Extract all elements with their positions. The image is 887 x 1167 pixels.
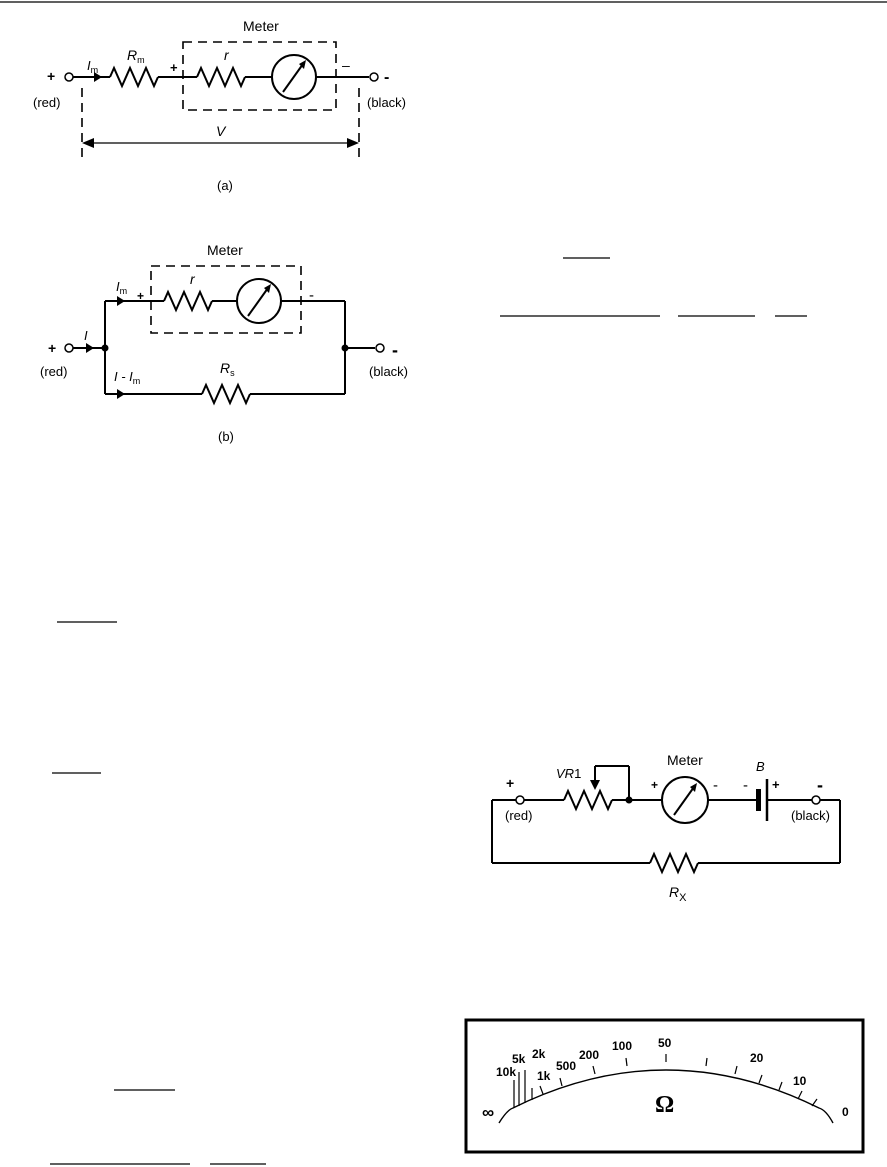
- vr1-label: VR1: [556, 766, 581, 781]
- fig-a-v-arrow-left: [82, 138, 94, 148]
- fig-b-plus-sign: +: [48, 340, 56, 356]
- battery-short-plate: [756, 789, 761, 811]
- ohm-scale: ∞ 10k 5k 2k 1k 500 200 100 50 20 10 0 Ω: [464, 1018, 865, 1154]
- scale-tick: [559, 1077, 563, 1087]
- scale-tick: [758, 1074, 763, 1084]
- ohm-minus-sign: -: [817, 775, 823, 795]
- scale-label-200: 200: [579, 1048, 599, 1062]
- scale-tick: [811, 1098, 818, 1107]
- fig-b-gauge-needle: [247, 287, 269, 317]
- fig-b-i-minus-im-label: I - Im: [114, 369, 140, 386]
- fig-b-resistor-r: [163, 289, 213, 313]
- fig-a-black-label: (black): [367, 95, 406, 110]
- ohm-meter-label: Meter: [667, 752, 703, 768]
- scale-tick: [778, 1081, 783, 1091]
- fig-a-black-terminal: [369, 72, 379, 82]
- fig-a-minus-sign: -: [384, 69, 389, 86]
- ohm-gauge-needle: [673, 786, 695, 816]
- fig-b-resistor-rs: [201, 382, 251, 406]
- fig-b-caption: (b): [218, 429, 234, 444]
- fig-a-meter-minus: –: [342, 57, 350, 73]
- figure-b-shunt-circuit: Meter Im + r - + (red) I I - Im Rs -: [40, 242, 408, 444]
- ohm-black-terminal: [811, 795, 821, 805]
- fig-a-gauge-needle: [282, 63, 304, 93]
- fig-a-meter-plus: +: [170, 60, 178, 75]
- fig-b-minus-sign: -: [392, 340, 398, 360]
- ohm-black-label: (black): [791, 808, 830, 823]
- fig-b-meter-box: [150, 265, 302, 334]
- scale-tick: [625, 1057, 628, 1067]
- fig-a-resistor-r: [196, 65, 246, 89]
- fig-b-i-arrow: [86, 343, 94, 353]
- ohm-plus-sign: +: [506, 775, 514, 791]
- ohm-gauge-needle-head: [690, 783, 697, 792]
- fig-a-gauge-needle-head: [299, 60, 306, 69]
- fraction-rules: [50, 257, 807, 1165]
- fig-b-shunt-arrow: [117, 389, 125, 399]
- fig-b-red-terminal: [64, 343, 74, 353]
- fig-a-meter-label: Meter: [243, 18, 279, 34]
- ohm-red-label: (red): [505, 808, 532, 823]
- scale-tick: [797, 1090, 803, 1100]
- battery-plus: +: [772, 777, 780, 792]
- fig-b-im-arrow: [117, 296, 125, 306]
- ohm-red-terminal: [515, 795, 525, 805]
- fig-b-red-label: (red): [40, 364, 67, 379]
- scale-label-10: 10: [793, 1074, 807, 1088]
- scale-label-50: 50: [658, 1036, 672, 1050]
- fig-b-gauge-needle-head: [264, 284, 271, 293]
- fig-a-rm-label: Rm: [127, 47, 145, 65]
- wiper-arrow: [590, 780, 600, 790]
- fig-b-meter-minus: -: [309, 287, 314, 304]
- ohm-meter-plus: +: [651, 778, 658, 792]
- fig-a-im-label: Im: [87, 58, 98, 75]
- ohm-meter-minus: -: [713, 777, 718, 794]
- scale-label-20: 20: [750, 1051, 764, 1065]
- fig-a-red-label: (red): [33, 95, 60, 110]
- fig-a-v-label: V: [216, 123, 227, 139]
- fig-a-red-terminal: [64, 72, 74, 82]
- scale-label-0: 0: [842, 1105, 849, 1119]
- ohm-symbol: Ω: [655, 1092, 674, 1118]
- scale-label-10k: 10k: [496, 1065, 516, 1079]
- fig-a-resistor-rm: [109, 65, 159, 89]
- battery-b-label: B: [756, 759, 765, 774]
- scale-label-5k: 5k: [512, 1052, 526, 1066]
- scale-frame: [464, 1018, 865, 1154]
- fig-a-v-arrow-right: [347, 138, 359, 148]
- resistor-rx: [649, 851, 699, 875]
- scale-ticks: [513, 1054, 818, 1108]
- battery-minus: -: [743, 777, 748, 794]
- rx-label: RX: [669, 884, 687, 904]
- figure-a-series-multiplier-circuit: Meter + (red) Im Rm + r – - (black) V (a…: [33, 18, 406, 193]
- fig-b-meter-label: Meter: [207, 242, 243, 258]
- fig-b-meter-plus: +: [137, 289, 144, 303]
- fig-a-caption: (a): [217, 178, 233, 193]
- fig-b-r-label: r: [190, 271, 196, 287]
- scale-label-2k: 2k: [532, 1047, 546, 1061]
- scale-arc: [498, 1069, 834, 1124]
- scale-label-500: 500: [556, 1059, 576, 1073]
- fig-b-black-terminal: [375, 343, 385, 353]
- scale-label-100: 100: [612, 1039, 632, 1053]
- fig-b-rs-label: Rs: [220, 360, 235, 378]
- fig-a-plus-sign: +: [47, 68, 55, 84]
- fig-a-current-arrow: [94, 72, 102, 82]
- fig-b-i-label: I: [84, 328, 88, 343]
- scale-tick: [705, 1057, 708, 1067]
- scale-label-1k: 1k: [537, 1069, 551, 1083]
- fig-a-r-label: r: [224, 47, 230, 63]
- scale-label-infinity: ∞: [482, 1103, 494, 1122]
- fig-b-black-label: (black): [369, 364, 408, 379]
- scale-tick: [734, 1065, 738, 1075]
- scale-tick: [592, 1065, 596, 1075]
- fig-b-im-label: Im: [116, 279, 127, 296]
- scale-tick: [539, 1085, 544, 1095]
- ohmmeter-circuit: VR1 Meter B + (red) + - -: [491, 752, 841, 904]
- potentiometer-vr1: [563, 788, 613, 812]
